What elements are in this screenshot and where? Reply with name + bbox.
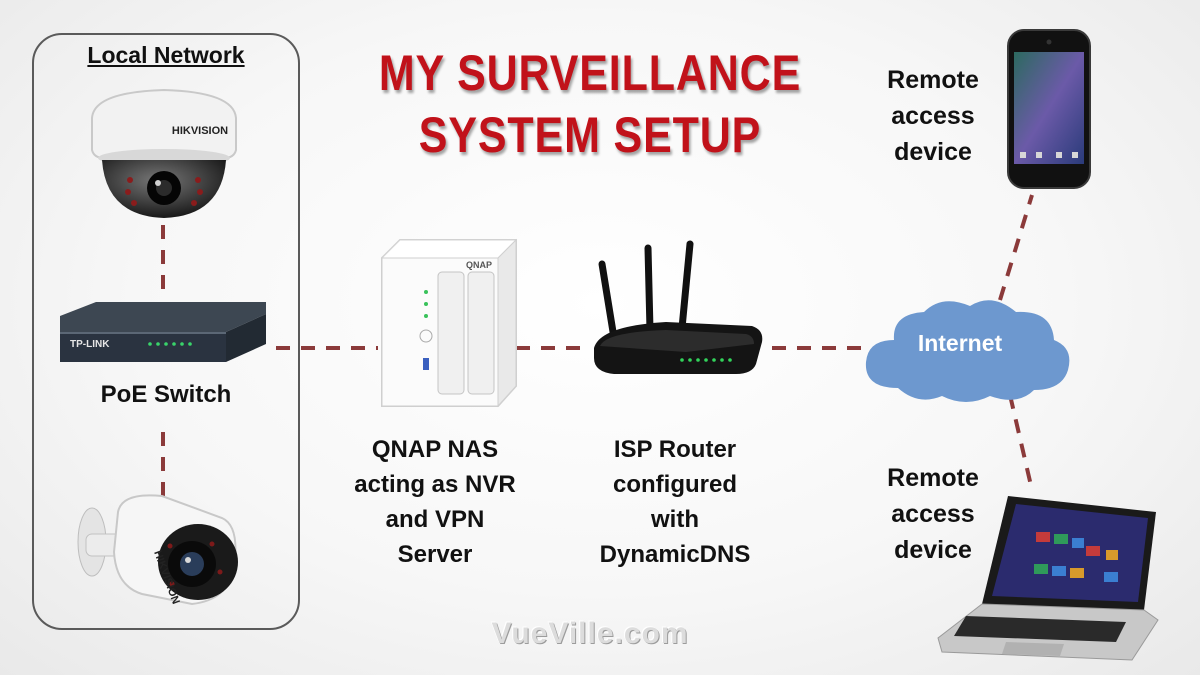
- remote-phone-label-line: Remote: [887, 66, 979, 94]
- poe-switch-label: PoE Switch: [100, 381, 232, 408]
- router-label: ISP Router configured with DynamicDNS: [565, 432, 785, 572]
- router-label-line: with: [651, 506, 699, 533]
- title-line-2: SYSTEM SETUP: [418, 107, 762, 163]
- diagram-title: MY SURVEILLANCE SYSTEM SETUP: [366, 42, 813, 166]
- connector-internet-to-laptop: [1008, 394, 1034, 491]
- router-label-line: DynamicDNS: [599, 541, 751, 568]
- remote-laptop-label-line: Remote: [887, 464, 979, 492]
- nas-label-line: and VPN: [385, 506, 485, 533]
- watermark: VueVille.com: [491, 617, 689, 650]
- nas-brand: QNAP: [466, 260, 492, 270]
- remote-phone-label-line: access: [891, 102, 975, 130]
- nas-label-line: QNAP NAS: [371, 436, 499, 463]
- router-label-line: ISP Router: [613, 436, 737, 463]
- dome-camera-icon: HIKVISION: [91, 88, 237, 218]
- laptop-icon: [937, 496, 1159, 661]
- router-icon: [594, 240, 763, 374]
- router-label-line: configured: [613, 471, 737, 498]
- nas-label-line: Server: [397, 541, 473, 568]
- internet-label: Internet: [917, 330, 1003, 356]
- title-line-1: MY SURVEILLANCE: [378, 45, 802, 101]
- remote-laptop-label: Remote access device: [848, 460, 1018, 568]
- local-network-box: [32, 33, 300, 630]
- poe-switch-icon: TP-LINK: [60, 302, 266, 362]
- local-network-label: Local Network: [87, 42, 245, 68]
- nas-icon: QNAP: [380, 238, 518, 408]
- dome-camera-brand: HIKVISION: [172, 125, 228, 137]
- bullet-camera-icon: HIKVISION: [77, 494, 238, 606]
- smartphone-icon: [1007, 29, 1091, 189]
- connector-internet-to-phone: [998, 194, 1034, 301]
- nas-label: QNAP NAS acting as NVR and VPN Server: [330, 432, 540, 572]
- internet-cloud-icon: [865, 300, 1070, 402]
- remote-phone-label: Remote access device: [848, 62, 1018, 170]
- poe-switch-brand: TP-LINK: [70, 339, 110, 350]
- remote-laptop-label-line: device: [894, 536, 972, 564]
- nas-label-line: acting as NVR: [354, 471, 516, 498]
- remote-laptop-label-line: access: [891, 500, 975, 528]
- remote-phone-label-line: device: [894, 138, 972, 166]
